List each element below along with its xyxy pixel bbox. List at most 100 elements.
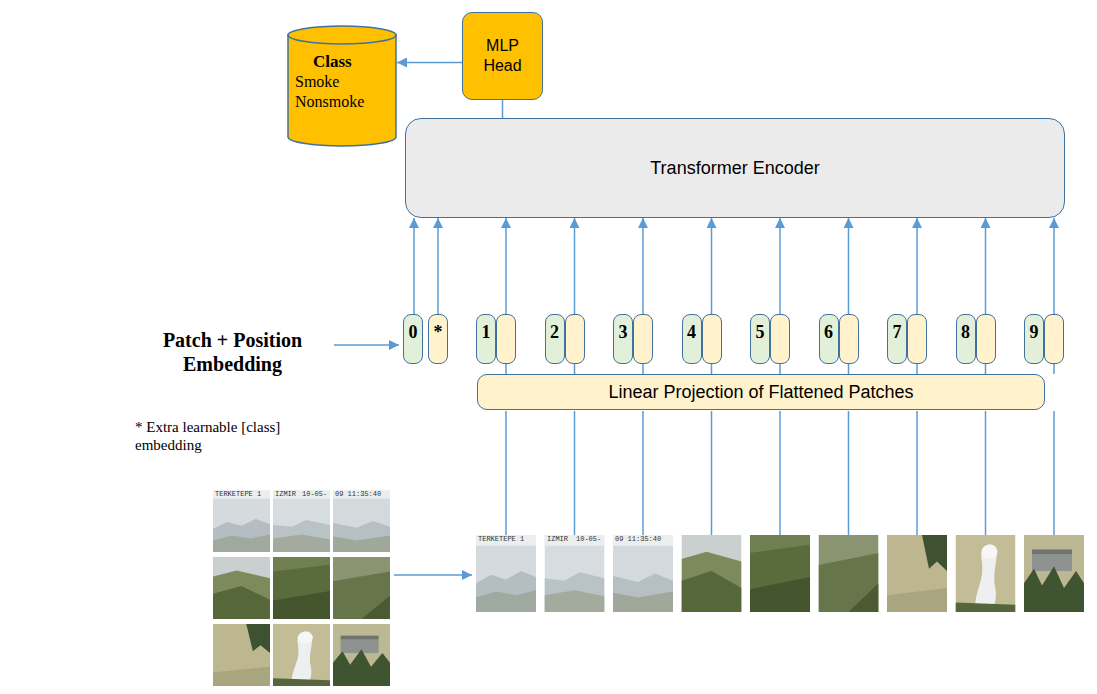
camera-overlay: TERKETEPE 1 — [215, 491, 261, 499]
connector-line — [505, 364, 507, 374]
class-token-box: * — [428, 314, 448, 364]
patch-embedding: 5 — [750, 314, 770, 364]
connector-arrow — [779, 218, 781, 314]
image-patch — [476, 535, 536, 612]
camera-overlay: 10-05- — [576, 536, 601, 544]
footnote: * Extra learnable [class] embedding — [135, 418, 285, 454]
connector-arrow — [413, 218, 415, 314]
node-text: 4 — [687, 321, 696, 344]
connector-line — [916, 364, 918, 374]
cylinder-body — [288, 34, 396, 146]
camera-overlay: IZMIR — [547, 536, 568, 544]
image-patch — [273, 490, 330, 552]
patch-line — [642, 411, 644, 535]
connector-arrow — [505, 218, 507, 314]
patch-embedding: 3 — [613, 314, 633, 364]
image-patch — [213, 624, 270, 686]
position-embedding — [565, 314, 585, 364]
token-pair: 8 — [956, 314, 996, 364]
camera-overlay: 09 11:35:40 — [615, 536, 661, 544]
patch-embedding: 6 — [819, 314, 839, 364]
node-content: 4 — [683, 315, 701, 363]
camera-overlay: 10-05- — [302, 491, 327, 499]
node-text: Transformer Encoder — [650, 157, 819, 180]
encoder-box: Transformer Encoder — [405, 118, 1065, 218]
node-text: 6 — [824, 321, 833, 344]
token-pair: 5 — [750, 314, 790, 364]
connector-arrow — [985, 218, 987, 314]
image-patch — [545, 535, 605, 612]
token-pair: 3 — [613, 314, 653, 364]
connector-arrow — [437, 218, 439, 314]
patch-embedding: 8 — [956, 314, 976, 364]
position-embedding — [976, 314, 996, 364]
node-text: 2 — [550, 321, 559, 344]
connector-line — [502, 100, 504, 118]
node-text: 8 — [961, 321, 970, 344]
node-content: Linear Projection of Flattened Patches — [478, 375, 1044, 409]
patch-line — [916, 411, 918, 535]
image-patch — [819, 535, 879, 612]
connectors — [397, 63, 1054, 375]
node-content: 7 — [888, 315, 906, 363]
patch-line — [848, 411, 850, 535]
node-content: 8 — [957, 315, 975, 363]
token-pair: 6 — [819, 314, 859, 364]
patch-embedding: 4 — [682, 314, 702, 364]
node-text: 7 — [893, 321, 902, 344]
patch-line — [505, 411, 507, 535]
connector-arrow — [711, 218, 713, 314]
connector-arrow — [848, 218, 850, 314]
node-content: 3 — [614, 315, 632, 363]
node-content: * — [429, 315, 447, 363]
connector-line — [1053, 364, 1055, 374]
patch-line — [779, 411, 781, 535]
connector-arrow — [1053, 218, 1055, 314]
connector-line — [711, 364, 713, 374]
image-patch — [750, 535, 810, 612]
token-pair: 2 — [545, 314, 585, 364]
patch-grid — [213, 490, 390, 686]
node-text: Nonsmoke — [295, 92, 364, 112]
patch-embedding: 7 — [887, 314, 907, 364]
position-embedding — [839, 314, 859, 364]
image-patch — [273, 557, 330, 619]
token-box: 0 — [403, 314, 423, 364]
node-content: 9 — [1025, 315, 1043, 363]
patch-line — [574, 411, 576, 535]
token-pair: 9 — [1024, 314, 1064, 364]
node-text: 3 — [619, 321, 628, 344]
image-patch — [333, 624, 390, 686]
image-patch — [682, 535, 742, 612]
node-content: 2 — [546, 315, 564, 363]
node-content: MLP Head — [463, 13, 542, 99]
connector-arrow — [642, 218, 644, 314]
image-patch — [956, 535, 1016, 612]
image-patch — [613, 535, 673, 612]
position-embedding — [633, 314, 653, 364]
node-text: * — [434, 321, 443, 344]
connector-line — [574, 364, 576, 374]
patch-line — [1053, 411, 1055, 535]
patch-embedding: 9 — [1024, 314, 1044, 364]
node-content: 5 — [751, 315, 769, 363]
node-text: Linear Projection of Flattened Patches — [608, 381, 913, 404]
connector-line — [779, 364, 781, 374]
image-patch — [213, 490, 270, 552]
cylinder-top — [288, 26, 396, 44]
connector-line — [985, 364, 987, 374]
node-text: Class — [313, 51, 352, 72]
patch-line — [711, 411, 713, 535]
image-patch — [1024, 535, 1084, 612]
patch-embedding: 1 — [476, 314, 496, 364]
projection-box: Linear Projection of Flattened Patches — [477, 374, 1045, 410]
patch-embedding: 2 — [545, 314, 565, 364]
image-patch — [213, 557, 270, 619]
position-embedding — [702, 314, 722, 364]
node-text: 1 — [482, 321, 491, 344]
node-text: 0 — [409, 321, 418, 344]
node-content: ClassSmokeNonsmoke — [287, 25, 397, 147]
node-content: 0 — [404, 315, 422, 363]
patch-lines — [506, 411, 1054, 535]
